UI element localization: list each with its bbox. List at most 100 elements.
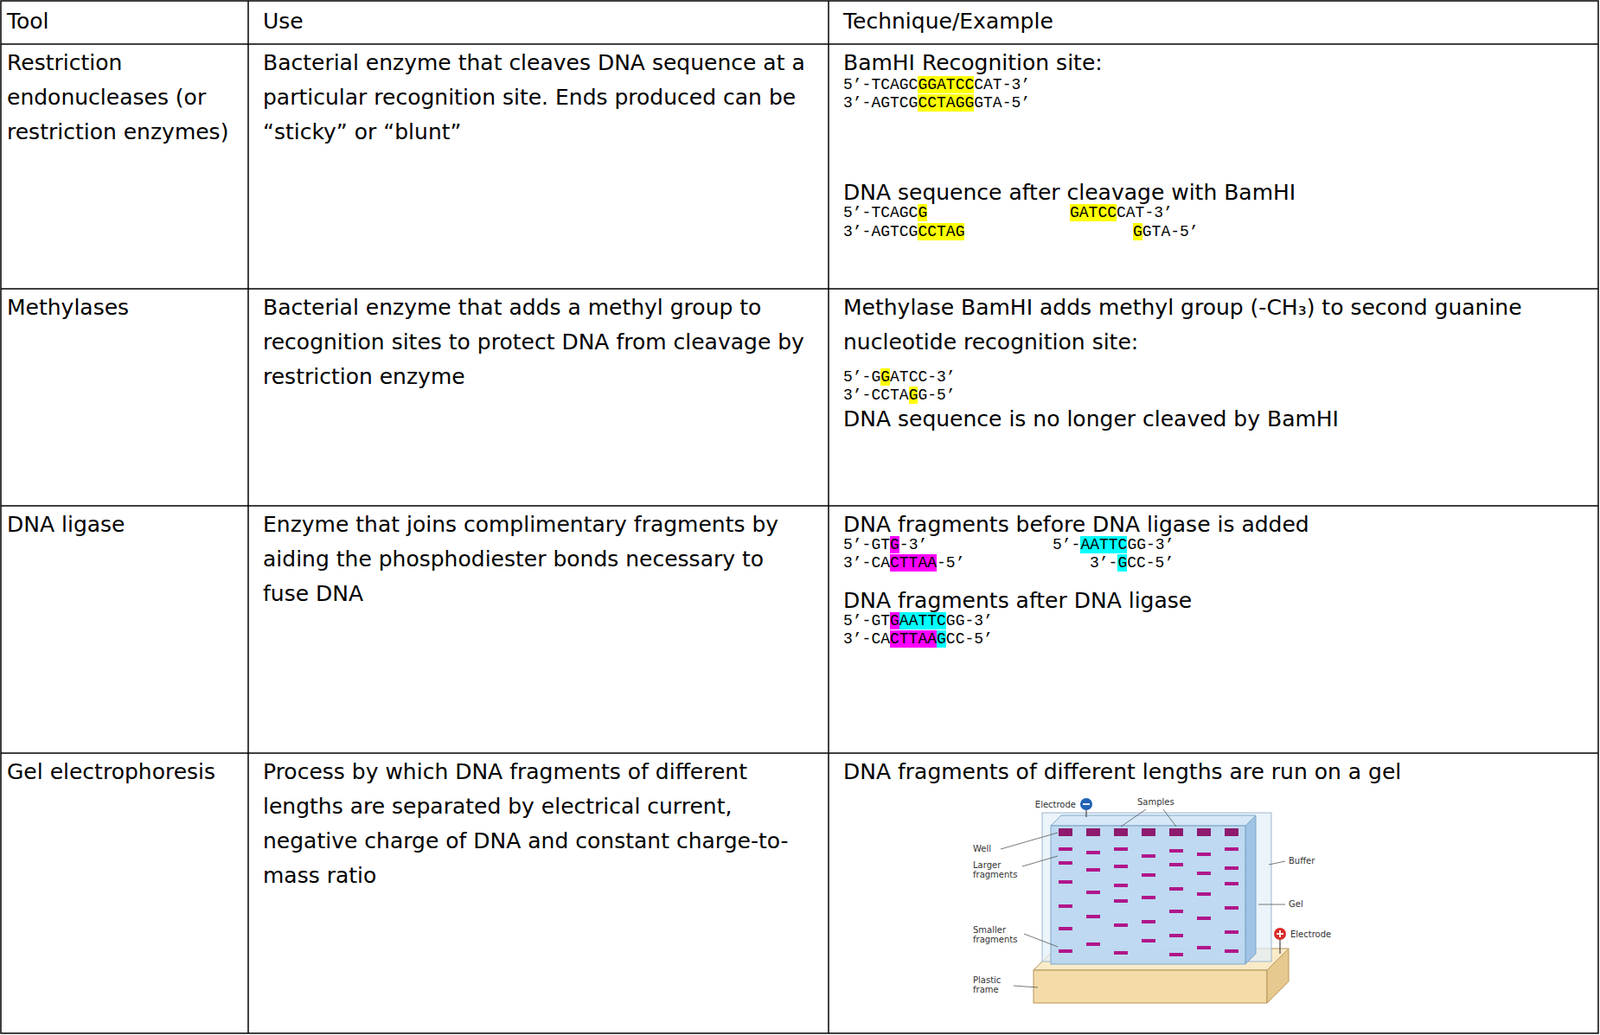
figure-label: Smaller fragments [972,925,1027,945]
dna-band [1086,942,1101,947]
dna-band [1113,864,1128,869]
sequence-line: 3’-CCTAGG-5’ [843,386,956,405]
sequence-line: 5’-GTG-3’ [843,536,928,555]
dna-band [1169,849,1184,853]
gel-side [1245,815,1256,965]
dna-band [1224,847,1239,852]
sequence-segment: 3’-CA [843,630,890,648]
leader-line [1024,934,1058,948]
dna-band [1058,927,1073,931]
sequence-line: 5’-GGATCC-3’ [843,368,956,387]
row-line [0,43,1599,45]
highlighted-bases: G [1132,223,1143,241]
sequence-segment: G-5’ [917,386,955,404]
sequence-segment: 3’-CCTA [843,386,909,404]
highlighted-bases: G [908,386,919,404]
sequence-line: GGTA-5’ [1132,223,1199,242]
highlighted-bases: AATTC [1080,536,1127,554]
highlighted-bases: G [889,536,900,554]
sequence-segment: ATCC-3’ [889,368,956,386]
gel-slab [1050,825,1246,965]
well [1113,828,1128,837]
highlighted-bases: CTTAA [889,554,937,572]
dna-band [1196,852,1211,857]
highlighted-bases: G [889,612,900,630]
dna-band [1086,915,1101,919]
figure-label: Larger fragments [972,860,1027,880]
dna-band [1113,923,1128,928]
sequence-line: 3’-GCC-5’ [1089,554,1174,573]
gel-top [1050,815,1256,826]
well [1086,828,1101,837]
dna-band [1224,930,1239,935]
dna-band [1141,873,1156,877]
dna-band [1086,868,1101,872]
highlighted-bases: G [1117,554,1127,572]
table-cell: DNA fragments before DNA ligase is added [843,507,1588,543]
highlighted-bases: G [880,368,890,386]
dna-band [1196,871,1211,876]
figure-label: Electrode [1290,929,1343,940]
leader-line [1268,861,1286,865]
well [1196,828,1211,837]
table-cell: DNA sequence after cleavage with BamHI [843,175,1588,211]
dna-band [1169,887,1184,891]
dna-band [1141,920,1156,924]
dna-band [1141,896,1156,900]
dna-band [1169,953,1184,957]
dna-band [1113,951,1128,955]
highlighted-bases: CCTAGG [917,94,974,112]
table-cell: Bacterial enzyme that cleaves DNA sequen… [262,45,817,150]
figure-label: Buffer [1288,856,1341,866]
dna-band [1224,906,1239,910]
well [1058,828,1073,837]
electrode-wire [1085,810,1087,818]
sequence-line: 5’-TCAGCG [843,204,928,223]
column-line [247,0,250,1034]
dna-band [1141,939,1156,943]
sequence-line: 5’-AATTCGG-3’ [1052,536,1174,555]
plus-sign [1279,930,1281,938]
leader-line [1120,809,1146,827]
sequence-line: 3’-AGTCGCCTAGGGTA-5’ [843,94,1031,113]
sequence-line: 3’-CACTTAA-5’ [843,554,965,573]
sequence-line: GATCCCAT-3’ [1069,204,1173,223]
table-cell: Gel electrophoresis [6,755,241,790]
row-line [0,505,1599,507]
sequence-line: 3’-AGTCGCCTAG [843,223,965,242]
dna-band [1169,909,1184,914]
highlighted-bases: AATTC [899,612,947,630]
figure-label: Plastic frame [972,975,1027,995]
leader-line [1163,809,1177,827]
sequence-segment: 3’-AGTCG [843,94,918,112]
sequence-segment: 5’-GT [843,612,890,630]
figure-label: Samples [1137,797,1190,807]
column-line [827,0,830,1034]
sequence-segment: 5’-G [843,368,881,386]
dna-band [1113,847,1128,852]
row-line [0,288,1599,290]
sequence-segment: CAT-3’ [973,76,1031,94]
dna-band [1086,851,1101,855]
electrode-wire [1279,940,1280,954]
sequence-line: 5’-GTGAATTCGG-3’ [843,612,993,631]
plastic-frame [1033,970,1268,1004]
dna-band [1196,916,1211,921]
highlighted-bases: GATCC [1069,204,1117,222]
sequence-segment: 3’-AGTCG [843,223,918,241]
sequence-segment: 3’- [1089,554,1118,572]
table-cell: DNA sequence is no longer cleaved by Bam… [843,402,1588,437]
figure-label: Gel [1288,899,1324,909]
sequence-segment: 5’- [1052,536,1081,554]
figure-label: Electrode [1020,800,1076,810]
negative-electrode [1080,798,1093,811]
dna-band [1141,854,1156,858]
table-cell: Methylases [6,290,241,326]
sequence-segment: CC-5’ [946,630,993,648]
leader-line [1258,904,1286,906]
table-cell: Bacterial enzyme that adds a methyl grou… [262,290,817,395]
sequence-segment: GG-3’ [946,612,993,630]
table-cell: Process by which DNA fragments of differ… [262,755,817,894]
